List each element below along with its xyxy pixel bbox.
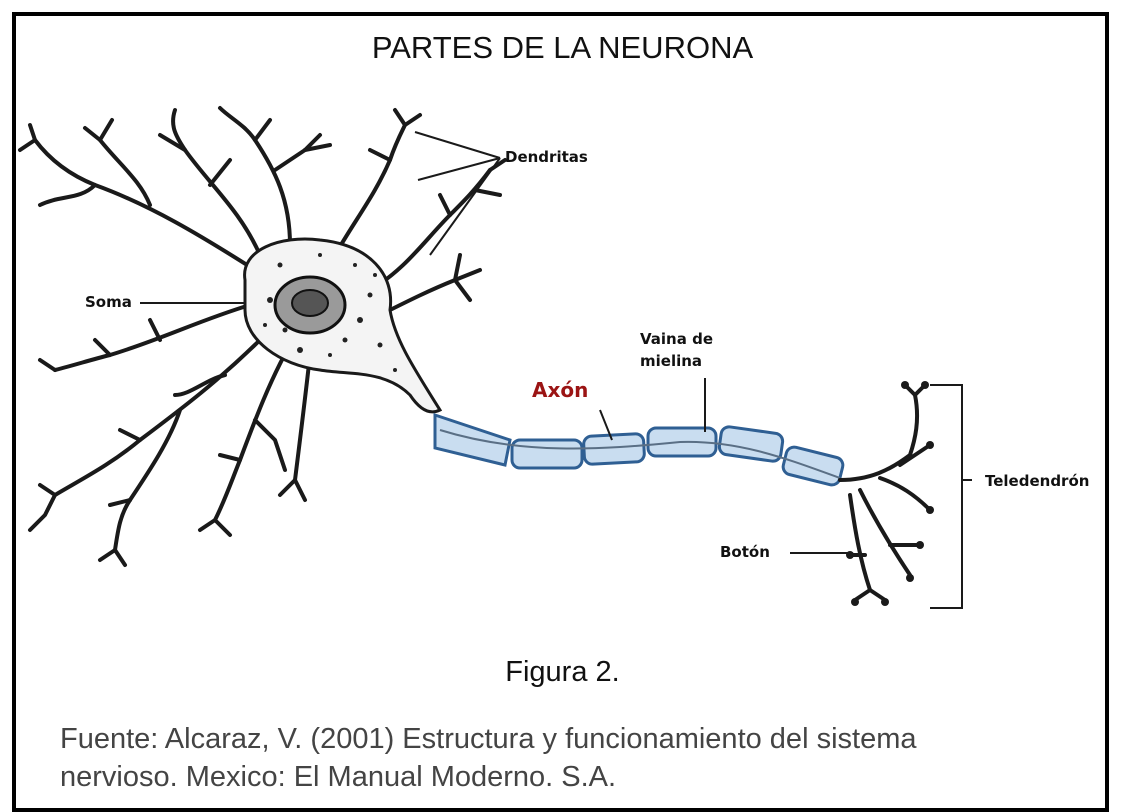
soma-granules [263, 253, 397, 372]
label-vaina-line1: Vaina de [640, 330, 713, 348]
nucleolus [291, 289, 329, 317]
neuron-diagram [18, 106, 972, 609]
figure-caption: Figura 2. [505, 656, 620, 688]
label-soma: Soma [85, 293, 132, 311]
label-vaina-line2: mielina [640, 352, 703, 370]
source-line-1: Fuente: Alcaraz, V. (2001) Estructura y … [60, 723, 917, 755]
telodendron-branches [838, 383, 932, 602]
figure-source: Fuente: Alcaraz, V. (2001) Estructura y … [60, 720, 1100, 796]
myelin-sheath [433, 412, 845, 487]
figure-frame [12, 12, 1109, 812]
label-dendritas: Dendritas [505, 148, 588, 166]
axon-core [439, 429, 841, 479]
label-boton: Botón [720, 543, 770, 561]
figure-title: PARTES DE LA NEURONA [371, 30, 754, 65]
label-telodendron: Teledendrón [985, 472, 1090, 490]
source-line-2: nervioso. Mexico: El Manual Moderno. S.A… [60, 761, 617, 793]
label-axon: Axón [532, 378, 589, 402]
soma-body [243, 237, 443, 414]
synaptic-buttons [846, 381, 934, 606]
leader-lines [140, 131, 972, 609]
dendrites [18, 106, 507, 567]
